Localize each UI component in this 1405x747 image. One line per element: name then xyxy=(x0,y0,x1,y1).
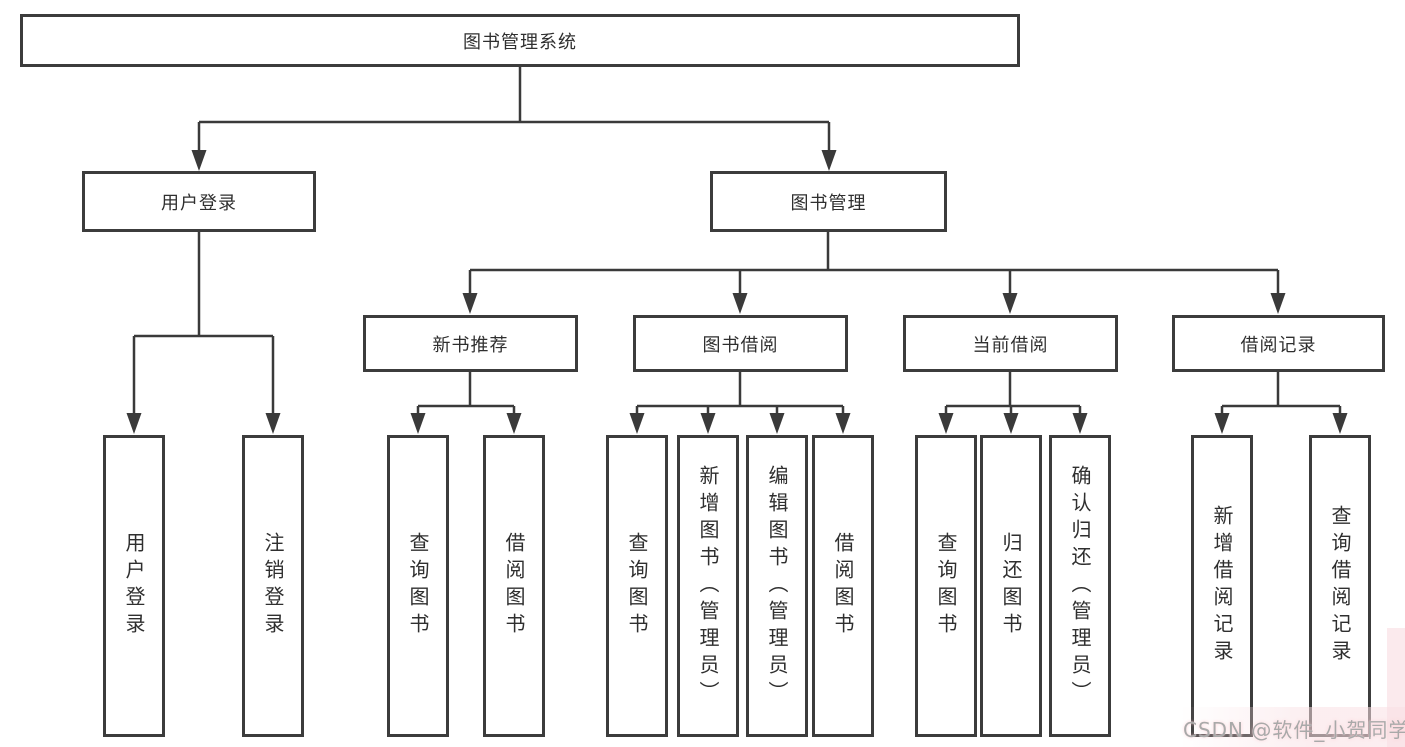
leaf-borrow-books: 借阅图书 xyxy=(812,435,874,737)
watermark-pink-haze xyxy=(1180,707,1405,747)
leaf-return-books: 归还图书 xyxy=(980,435,1042,737)
csdn-watermark: CSDN @软件_小贺同学 xyxy=(1183,718,1405,742)
leaf-query-books-borrow: 查询图书 xyxy=(606,435,668,737)
leaf-query-books-recommend: 查询图书 xyxy=(387,435,449,737)
leaf-confirm-return-admin: 确认归还（管理员） xyxy=(1049,435,1111,737)
leaf-label: 归还图书 xyxy=(999,532,1023,640)
leaf-edit-books-admin: 编辑图书（管理员） xyxy=(746,435,808,737)
leaf-label: 查询图书 xyxy=(406,532,430,640)
node-label: 图书管理系统 xyxy=(463,31,577,53)
leaf-label: 用户登录 xyxy=(122,532,146,640)
leaf-label: 查询图书 xyxy=(625,532,649,640)
leaf-label: 编辑图书（管理员） xyxy=(765,464,789,708)
leaf-label: 确认归还（管理员） xyxy=(1068,464,1092,708)
leaf-borrow-books-recommend: 借阅图书 xyxy=(483,435,545,737)
leaf-label: 新增借阅记录 xyxy=(1210,505,1234,667)
node-label: 用户登录 xyxy=(161,192,237,214)
leaf-logout: 注销登录 xyxy=(242,435,304,737)
node-user-login: 用户登录 xyxy=(82,171,316,232)
leaf-label: 注销登录 xyxy=(261,532,285,640)
node-label: 借阅记录 xyxy=(1240,334,1317,356)
leaf-add-books-admin: 新增图书（管理员） xyxy=(677,435,739,737)
leaf-user-login: 用户登录 xyxy=(103,435,165,737)
node-label: 图书借阅 xyxy=(702,334,779,356)
node-book-management: 图书管理 xyxy=(710,171,947,232)
leaf-query-books-current: 查询图书 xyxy=(915,435,977,737)
leaf-label: 新增图书（管理员） xyxy=(696,464,720,708)
leaf-label: 查询图书 xyxy=(934,532,958,640)
node-new-book-recommend: 新书推荐 xyxy=(363,315,578,372)
node-label: 当前借阅 xyxy=(972,334,1049,356)
node-current-borrowing: 当前借阅 xyxy=(903,315,1118,372)
leaf-label: 借阅图书 xyxy=(831,532,855,640)
node-library-management-system: 图书管理系统 xyxy=(20,14,1020,67)
node-label: 图书管理 xyxy=(790,192,867,214)
leaf-query-borrow-record: 查询借阅记录 xyxy=(1309,435,1371,737)
leaf-add-borrow-record: 新增借阅记录 xyxy=(1191,435,1253,737)
arrowheads xyxy=(126,150,1348,434)
connector-lines xyxy=(132,67,1342,417)
leaf-label: 借阅图书 xyxy=(502,532,526,640)
node-borrow-records: 借阅记录 xyxy=(1172,315,1385,372)
leaf-label: 查询借阅记录 xyxy=(1328,505,1352,667)
node-label: 新书推荐 xyxy=(432,334,509,356)
node-book-borrowing: 图书借阅 xyxy=(633,315,848,372)
